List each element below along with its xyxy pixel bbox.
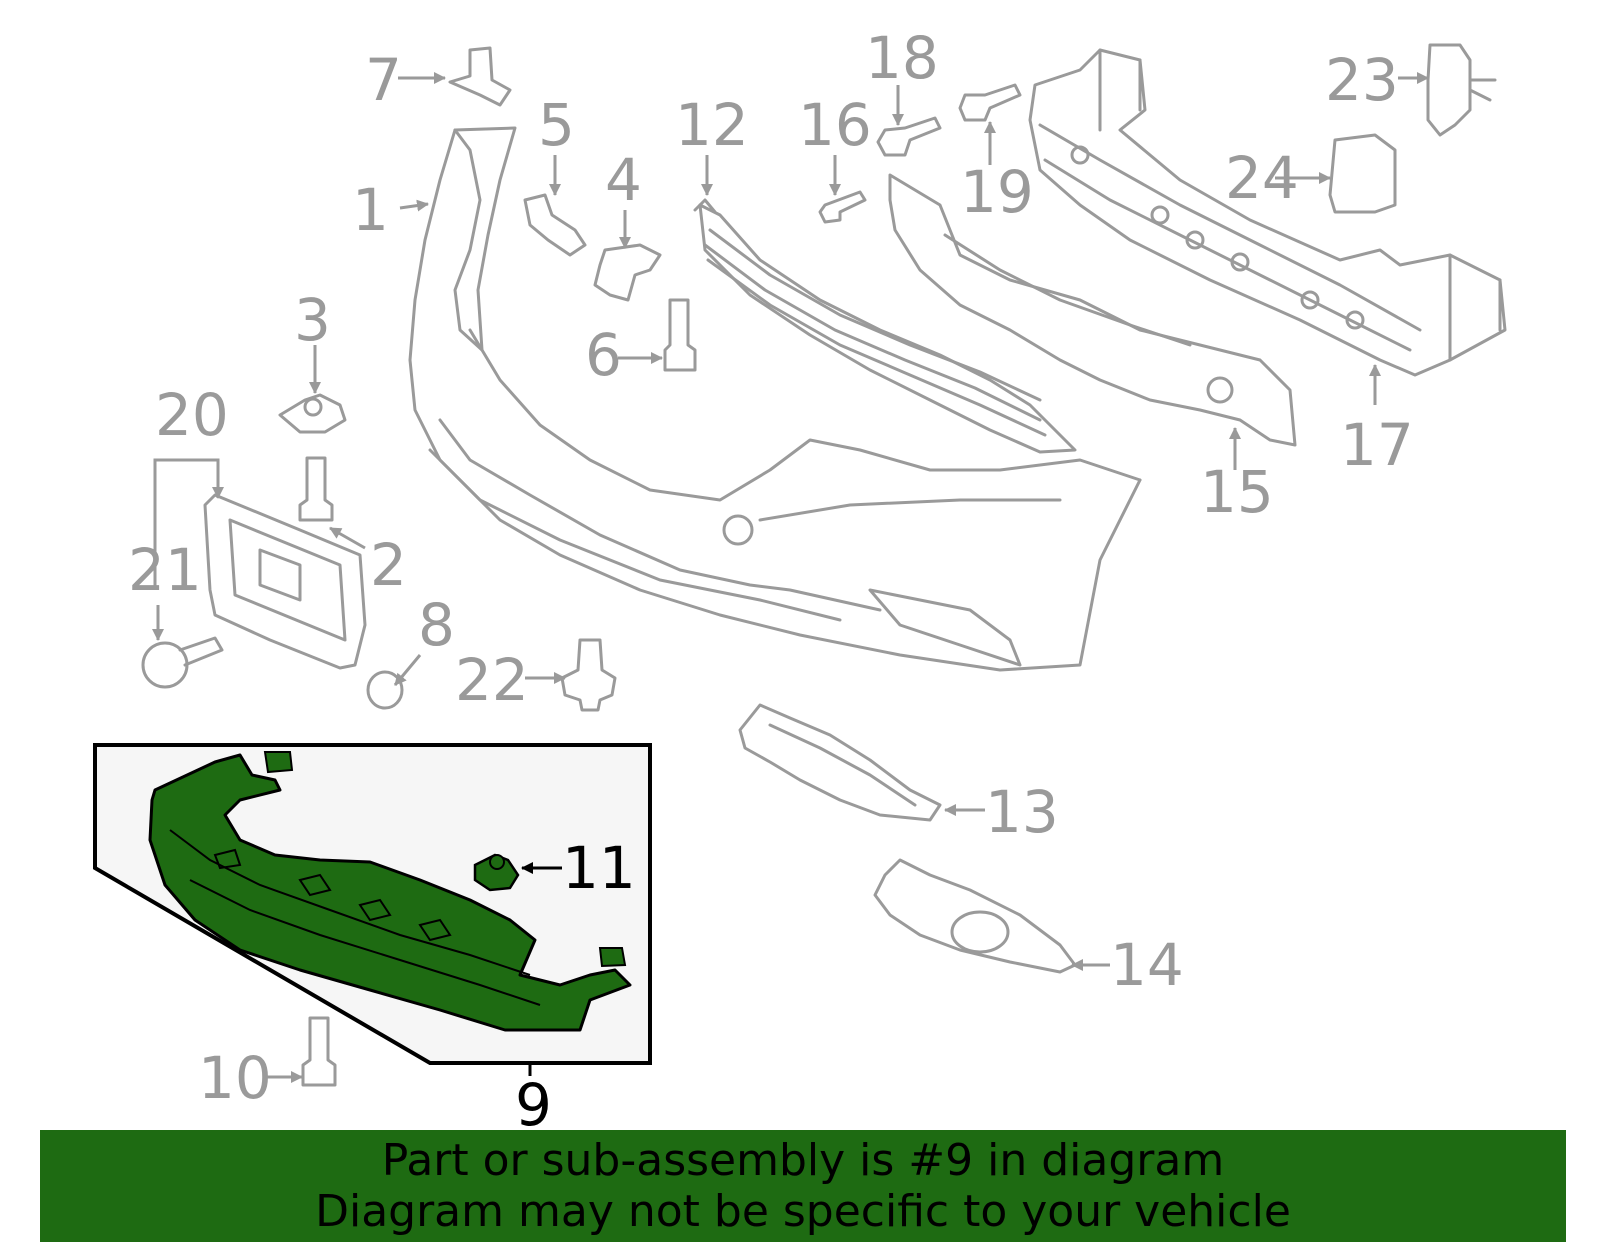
grommet-8-part: [366, 670, 404, 710]
notice-banner: Part or sub-assembly is #9 in diagram Di…: [40, 1130, 1566, 1242]
callout-14: 14: [1110, 931, 1184, 999]
bumper-cover-part: [408, 126, 1142, 672]
bolt-19-part: [958, 83, 1022, 122]
bezel-13-part: [738, 703, 942, 822]
notice-line-1: Part or sub-assembly is #9 in diagram: [381, 1135, 1225, 1186]
cover-24-part: [1328, 133, 1397, 214]
sensor-23-part: [1426, 43, 1497, 137]
nut-3-part: [278, 393, 347, 434]
callout-5: 5: [538, 91, 575, 159]
reinforcement-bar-part: [1028, 48, 1507, 377]
under-cover-9-part: [148, 751, 632, 1032]
callout-labels: 1 2 3 4 5 6 7 8 9 10 11 12 13 14 15 16 1…: [128, 24, 1414, 1139]
callout-4: 4: [605, 146, 642, 214]
bracket-4-part: [593, 243, 662, 302]
callout-19: 19: [960, 158, 1034, 226]
bolt-16-part: [818, 190, 867, 224]
callout-6: 6: [585, 321, 622, 389]
callout-9: 9: [515, 1071, 552, 1139]
callout-20: 20: [155, 381, 229, 449]
callout-17: 17: [1340, 411, 1414, 479]
callout-10: 10: [198, 1044, 272, 1112]
clip-11-part: [473, 853, 520, 892]
callout-13: 13: [985, 778, 1059, 846]
callout-1: 1: [352, 176, 389, 244]
energy-absorber-part: [888, 173, 1297, 447]
callout-7: 7: [365, 46, 402, 114]
bezel-14-part: [873, 858, 1077, 974]
lower-grille-part: [693, 198, 1077, 454]
callout-23: 23: [1325, 46, 1399, 114]
callout-2: 2: [370, 531, 407, 599]
callout-21: 21: [128, 536, 202, 604]
leader-arrows: [152, 72, 1429, 1083]
callout-3: 3: [294, 286, 331, 354]
screw-21-part: [141, 636, 224, 689]
license-bracket-20-part: [203, 493, 367, 670]
callout-24: 24: [1225, 144, 1299, 212]
bolt-10-part: [301, 1016, 337, 1087]
callout-18: 18: [865, 24, 939, 92]
callout-8: 8: [418, 591, 455, 659]
callout-22: 22: [455, 646, 529, 714]
bolt-2-part: [298, 456, 334, 522]
callout-15: 15: [1200, 458, 1274, 526]
notice-line-2: Diagram may not be specific to your vehi…: [315, 1186, 1291, 1237]
bolt-5-part: [523, 193, 587, 257]
callout-16: 16: [798, 91, 872, 159]
clip-22-part: [560, 638, 617, 712]
highlight-inset: [93, 743, 652, 1065]
callout-11: 11: [562, 834, 636, 902]
bolt-6-part: [663, 298, 697, 372]
clip-7-part: [448, 46, 512, 107]
callout-12: 12: [675, 91, 749, 159]
bolt-18-part: [876, 116, 942, 157]
